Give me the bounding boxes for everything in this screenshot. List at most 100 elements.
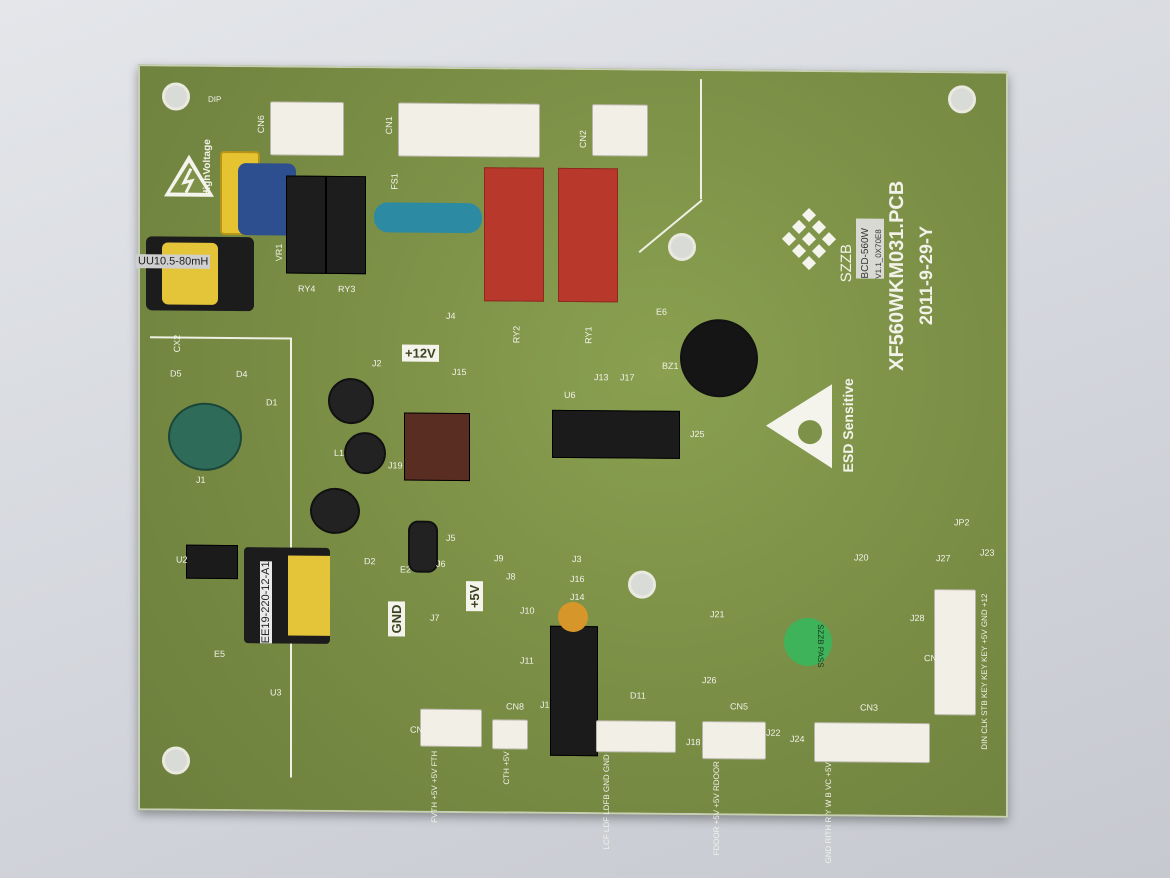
capacitor-electrolytic-2 <box>310 487 360 535</box>
esd-label: ESD Sensitive <box>840 378 856 473</box>
transformer1-label: UU10.5-80mH <box>136 254 211 269</box>
brand-label: SZZB <box>838 243 855 283</box>
connector-cn2 <box>592 104 648 157</box>
model-sticker-text: BCD-560W <box>860 227 871 279</box>
ref-j4: J4 <box>446 310 456 321</box>
sticker-orange <box>558 601 588 633</box>
szzb-logo-icon <box>782 207 837 271</box>
ref-d1: D1 <box>266 397 278 408</box>
capacitor-green-large <box>168 402 242 472</box>
dip-label: DIP <box>208 94 222 104</box>
ic-u2 <box>186 544 238 580</box>
ref-j25: J25 <box>690 429 705 440</box>
regulator-heatsink <box>404 412 470 482</box>
connector-cn8 <box>492 719 528 750</box>
gnd-label: GND <box>388 601 405 637</box>
ref-cn9: CN9 <box>410 724 429 735</box>
ref-cn5: CN5 <box>730 701 749 712</box>
ref-j11: J11 <box>520 655 534 666</box>
ref-u3: U3 <box>270 687 282 698</box>
ref-d11: D11 <box>630 690 646 701</box>
ref-j17: J17 <box>620 372 635 383</box>
ref-j5: J5 <box>446 532 456 543</box>
connector-cn6 <box>270 101 344 157</box>
capacitor-e2 <box>408 520 438 573</box>
microcontroller-u6 <box>552 409 680 459</box>
ref-j19: J19 <box>388 460 403 471</box>
high-voltage-label: HighVoltage <box>202 139 213 197</box>
ref-u6: U6 <box>564 389 576 401</box>
ref-j13: J13 <box>594 372 609 383</box>
ref-j9: J9 <box>494 553 504 564</box>
connector-cn3 <box>814 722 930 764</box>
date-code: 2011-9-29-Y <box>916 225 936 326</box>
ref-cn6: CN6 <box>256 115 267 134</box>
lc-pin-labels: LCF LDF LDFB GND GND <box>602 754 611 850</box>
relay-ry1 <box>558 167 618 303</box>
pcb-board: CN6 CN1 CN2 DIP HighVoltage VR1 RY4 RY3 … <box>136 64 1008 864</box>
ref-j14: J14 <box>570 591 585 603</box>
cn5-pin-labels: FDOOR +5V +5V RDOOR <box>712 761 721 856</box>
relay-ry2 <box>484 167 544 302</box>
ref-j15: J15 <box>452 366 467 378</box>
buzzer-bz1 <box>680 318 758 398</box>
ref-bz1: BZ1 <box>662 360 679 371</box>
mounting-hole <box>628 570 656 599</box>
ref-j24: J24 <box>790 733 805 745</box>
pass-sticker-text: SZZB PASS <box>816 624 825 668</box>
ref-j3: J3 <box>572 553 582 565</box>
ref-cn2: CN2 <box>578 130 589 149</box>
ref-cn7: CN7 <box>924 653 943 664</box>
cn3-pin-labels: GND RITH R Y W B VC +5V <box>824 762 833 864</box>
model-sticker-text-2: V1.1_0X70E8 <box>874 229 883 279</box>
ref-cn3: CN3 <box>860 702 879 713</box>
capacitor-electrolytic <box>328 377 374 425</box>
mounting-hole <box>948 85 976 114</box>
ref-j20: J20 <box>854 552 869 563</box>
silk-line <box>700 79 702 200</box>
high-voltage-warning-icon <box>164 154 214 197</box>
ref-j6: J6 <box>436 558 446 569</box>
plus12v-label: +12V <box>402 344 439 362</box>
transformer-ee19-coil <box>288 555 330 636</box>
transformer-coil <box>162 242 218 305</box>
cn7-pin-labels: DIN CLK STB KEY KEY KEY +5V GND +12 <box>980 593 989 750</box>
ref-j26: J26 <box>702 675 717 686</box>
ref-j18: J18 <box>686 736 701 748</box>
cn8-pin-labels: CTH +5V <box>502 751 511 785</box>
ref-cx2: CX2 <box>171 334 182 353</box>
fuse-fs1 <box>374 202 482 234</box>
ref-j2: J2 <box>372 358 382 369</box>
mounting-hole <box>162 82 190 111</box>
ref-e6: E6 <box>656 306 668 317</box>
ref-ry2: RY2 <box>511 325 522 344</box>
ref-ry3: RY3 <box>338 283 356 295</box>
connector-lc <box>596 720 676 753</box>
ref-u2: U2 <box>176 554 188 565</box>
ref-cn1: CN1 <box>384 116 395 135</box>
ref-jp2: JP2 <box>954 517 970 528</box>
ref-d4: D4 <box>236 369 248 380</box>
relay-ry4 <box>286 175 326 274</box>
transformer2-label: EE19-220-12-A1 <box>260 561 272 644</box>
ref-j21: J21 <box>710 609 725 620</box>
connector-cn1 <box>398 102 540 158</box>
mounting-hole <box>162 746 190 775</box>
ref-j23: J23 <box>980 547 995 558</box>
ref-j1: J1 <box>196 474 206 485</box>
ref-vr1: VR1 <box>273 243 284 262</box>
inductor-l1 <box>344 432 386 475</box>
ref-j8: J8 <box>506 571 516 582</box>
mounting-hole <box>668 232 696 262</box>
ref-j27: J27 <box>936 553 951 564</box>
ref-j22: J22 <box>766 727 781 738</box>
esd-warning-icon <box>766 384 832 469</box>
ref-j28: J28 <box>910 612 925 624</box>
cn9-pin-labels: FVTH +5V +5V FTH <box>430 750 439 823</box>
ref-ry1: RY1 <box>583 326 594 344</box>
ref-j10: J10 <box>520 605 535 616</box>
ref-d2: D2 <box>364 556 376 567</box>
ref-cn8: CN8 <box>506 701 525 712</box>
ref-ry4: RY4 <box>298 283 316 294</box>
triac-j12 <box>550 625 598 757</box>
